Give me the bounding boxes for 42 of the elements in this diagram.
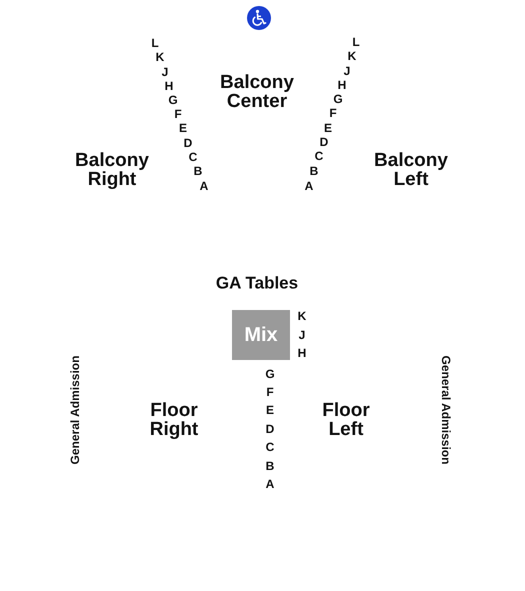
row-letter: J [344, 65, 350, 77]
row-letter: K [156, 51, 164, 63]
row-letter: F [266, 386, 274, 398]
row-letter: K [298, 310, 306, 322]
row-letter: G [333, 93, 343, 105]
mix-booth-box [232, 310, 290, 360]
section-label: General Admission [69, 356, 81, 464]
section-label: Floor Right [148, 401, 200, 439]
row-letter: L [352, 36, 360, 48]
row-letter: F [174, 108, 182, 120]
booth-label: Mix [244, 324, 278, 346]
row-letter: C [188, 151, 198, 163]
row-letter: L [151, 37, 159, 49]
row-letter: F [329, 107, 337, 119]
row-letter: K [348, 50, 356, 62]
row-letter: D [320, 136, 328, 148]
row-letter: C [314, 150, 324, 162]
section-label: Balcony Left [373, 151, 449, 189]
section-label: Balcony Center [219, 73, 295, 111]
row-letter: D [266, 423, 274, 435]
section-label: Floor Left [321, 401, 371, 439]
row-letter: D [184, 137, 192, 149]
row-letter: A [200, 180, 208, 192]
row-letter: B [266, 460, 274, 472]
row-letter: E [324, 122, 332, 134]
row-letter: J [298, 329, 306, 341]
row-letter: A [304, 180, 314, 192]
section-label: Balcony Right [74, 151, 150, 189]
section-label: GA Tables [214, 274, 300, 292]
row-letter: H [338, 79, 346, 91]
row-letter: E [266, 404, 274, 416]
section-label: General Admission [440, 356, 452, 464]
row-letter: B [310, 165, 318, 177]
row-letter: B [194, 165, 202, 177]
row-letter: H [164, 80, 174, 92]
row-letter: G [168, 94, 178, 106]
row-letter: H [298, 347, 306, 359]
row-letter: J [162, 66, 168, 78]
row-letter: C [266, 441, 274, 453]
row-letter: G [265, 368, 275, 380]
row-letter: A [266, 478, 274, 490]
row-letter: E [179, 122, 187, 134]
